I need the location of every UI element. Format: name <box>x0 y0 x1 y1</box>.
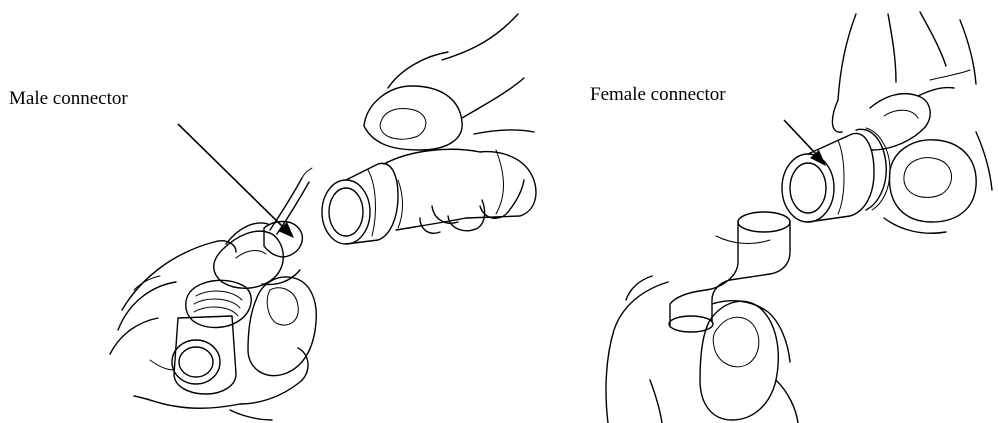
left-hand-male <box>110 223 316 420</box>
female-connector-label: Female connector <box>590 84 726 105</box>
female-connector <box>782 128 890 222</box>
female-connector-panel: Female connector <box>590 12 992 423</box>
male-connector-label: Male connector <box>9 88 128 109</box>
probe-cable <box>270 168 312 234</box>
right-hand-female <box>832 12 992 233</box>
elbow-adapter <box>669 212 790 332</box>
male-connector <box>172 222 302 395</box>
female-connector-left <box>322 149 480 244</box>
male-connector-panel: Male connector <box>9 14 536 420</box>
female-connector-pointer <box>784 120 826 166</box>
right-hand-female-left <box>364 14 536 233</box>
left-hand-elbow <box>606 276 798 423</box>
